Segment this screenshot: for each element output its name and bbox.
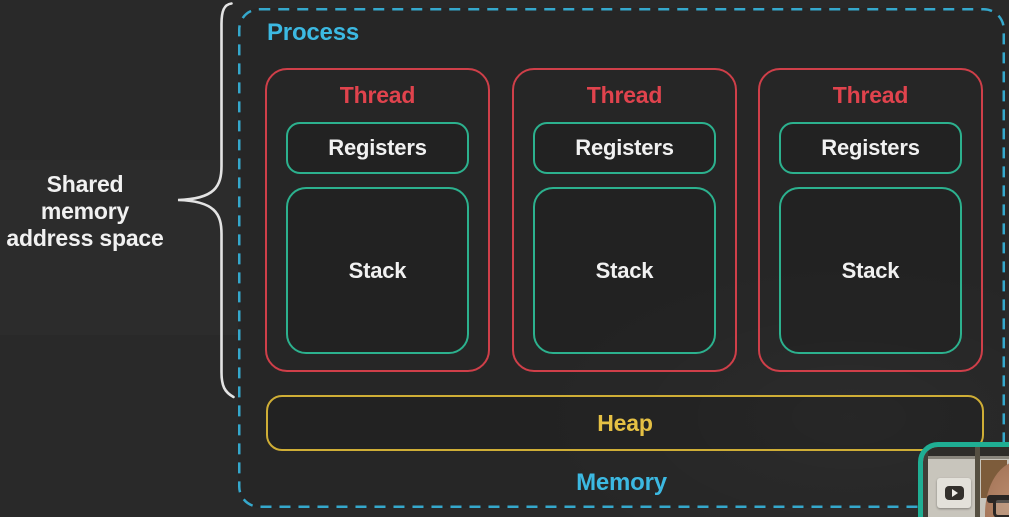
webcam-wall-edge [923,447,928,517]
webcam-wall-frame [923,456,1009,459]
thread-box-3: Thread Registers Stack [758,68,983,372]
stack-label: Stack [348,257,407,283]
webcam-overlay [918,442,1009,517]
thread-box-2: Thread Registers Stack [512,68,737,372]
shared-memory-label-line2: address space [6,225,164,251]
process-box: Process Thread Registers Stack Thread Re… [238,8,1005,508]
stack-box: Stack [779,187,962,354]
play-icon [944,486,964,500]
youtube-play-plaque [937,478,971,508]
curly-brace [177,2,235,399]
thread-label: Thread [586,82,663,108]
registers-box: Registers [533,122,716,174]
memory-label: Memory [576,469,667,496]
thread-box-1: Thread Registers Stack [265,68,490,372]
thread-label: Thread [832,82,909,108]
stack-label: Stack [841,257,900,283]
webcam-wall-frame [923,447,1009,456]
stack-box: Stack [286,187,469,354]
registers-label: Registers [575,135,674,160]
registers-box: Registers [286,122,469,174]
registers-box: Registers [779,122,962,174]
webcam-door-frame [975,447,980,517]
thread-label: Thread [339,82,416,108]
shared-memory-label: Shared memory address space [2,171,168,252]
shared-memory-label-line1: Shared memory [40,171,130,224]
stack-box: Stack [533,187,716,354]
registers-label: Registers [328,135,427,160]
process-dashed-border [238,8,1005,508]
heap-label: Heap [597,409,653,436]
stack-label: Stack [595,257,654,283]
presenter-glasses-lens [993,497,1009,517]
heap-box: Heap [266,395,984,451]
registers-label: Registers [821,135,920,160]
process-label: Process [267,19,359,46]
